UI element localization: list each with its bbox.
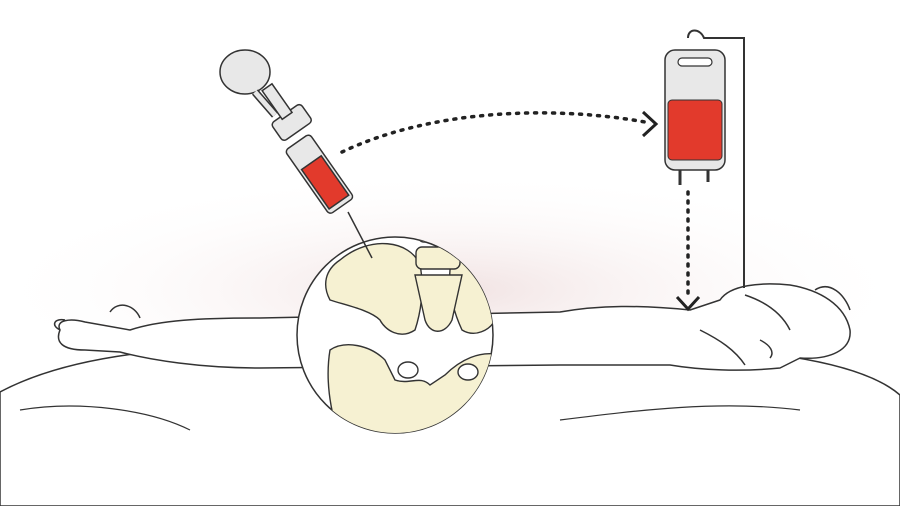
dotted-arrow-icon — [340, 111, 647, 154]
iv-bag-blood — [667, 99, 723, 161]
bed-fold — [19, 405, 801, 431]
arrowhead-down — [675, 295, 701, 312]
pelvis-magnifier — [296, 236, 494, 434]
syringe-icon — [219, 49, 373, 259]
iv-bag-icon — [664, 49, 726, 185]
iv-pole-icon — [687, 29, 745, 288]
syringe-blood — [300, 154, 350, 210]
arrowhead-right — [641, 110, 659, 138]
